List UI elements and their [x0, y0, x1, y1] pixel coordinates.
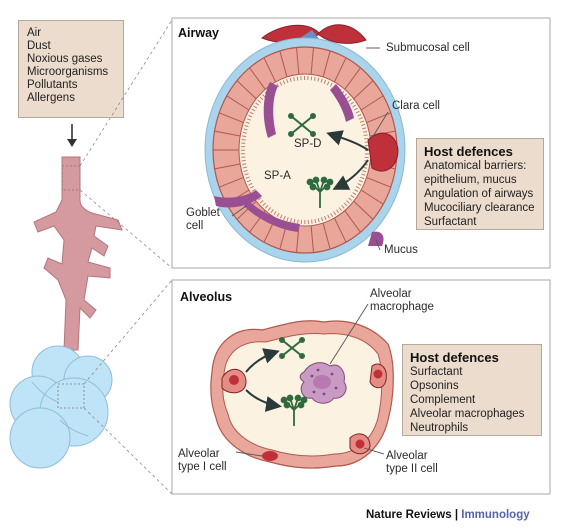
- alveolus-host-defences: Host defences Surfactant Opsonins Comple…: [402, 344, 542, 436]
- alveolus-defence-item: Complement: [410, 393, 534, 407]
- credit-field: Immunology: [461, 509, 529, 521]
- airway-defence-item: Surfactant: [424, 215, 536, 229]
- label-macrophage-1: Alveolar: [370, 288, 412, 301]
- label-clara-cell: Clara cell: [392, 100, 440, 113]
- alveolus-defence-item: Neutrophils: [410, 421, 534, 435]
- label-type1-2: type I cell: [178, 461, 227, 474]
- airway-defence-item: Anatomical barriers:: [424, 159, 536, 173]
- inhalation-arrow: [67, 124, 77, 147]
- respiratory-tree: [34, 157, 122, 350]
- credit-separator: |: [452, 509, 462, 521]
- airway-title: Airway: [178, 26, 219, 40]
- airway-defence-item: Angulation of airways: [424, 187, 536, 201]
- label-goblet-cell-2: cell: [186, 220, 203, 233]
- label-sp-d: SP-D: [294, 138, 321, 151]
- label-submucosal-cell: Submucosal cell: [386, 42, 470, 55]
- airway-defence-item: Mucociliary clearance: [424, 201, 536, 215]
- alveolar-sacs: [10, 346, 112, 468]
- label-goblet-cell-1: Goblet: [186, 207, 220, 220]
- alveolus-defence-item: Alveolar macrophages: [410, 407, 534, 421]
- alveolus-defence-item: Opsonins: [410, 379, 534, 393]
- alveolus-host-defences-title: Host defences: [410, 350, 534, 365]
- label-sp-a: SP-A: [264, 170, 291, 183]
- airway-defence-item: epithelium, mucus: [424, 173, 536, 187]
- label-mucus: Mucus: [384, 244, 418, 257]
- alveolus-title: Alveolus: [180, 290, 232, 304]
- label-type2-1: Alveolar: [386, 450, 428, 463]
- label-macrophage-2: macrophage: [370, 301, 434, 314]
- label-type2-2: type II cell: [386, 463, 438, 476]
- journal-credit: Nature Reviews | Immunology: [366, 509, 530, 521]
- airway-host-defences-title: Host defences: [424, 144, 536, 159]
- label-type1-1: Alveolar: [178, 448, 220, 461]
- credit-journal: Nature Reviews: [366, 509, 452, 521]
- alveolus-defence-item: Surfactant: [410, 365, 534, 379]
- airway-host-defences: Host defences Anatomical barriers: epith…: [416, 138, 544, 230]
